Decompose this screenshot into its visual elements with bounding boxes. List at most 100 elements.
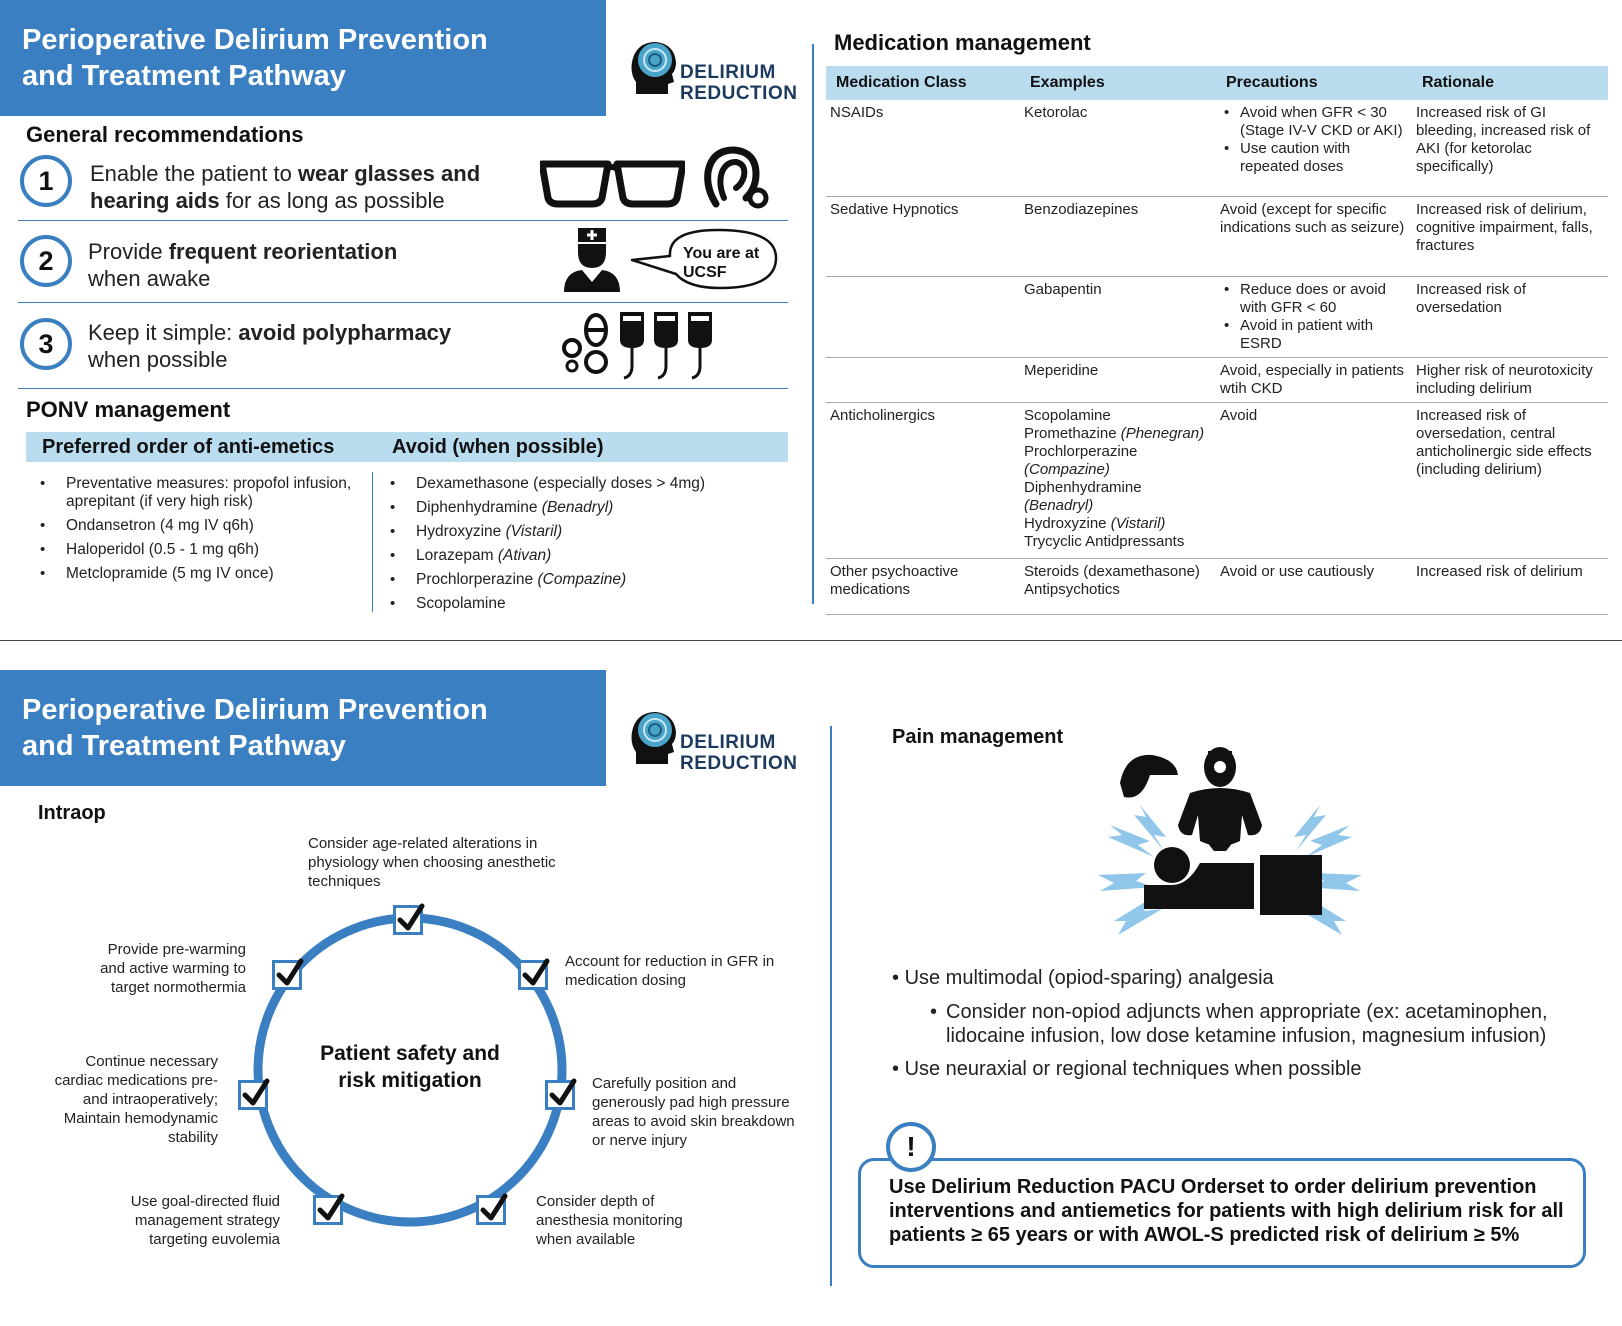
ponv-table-header: Preferred order of anti-emetics Avoid (w… xyxy=(26,432,788,462)
title-line-1: Perioperative Delirium Prevention xyxy=(22,24,488,56)
bullet-icon: • xyxy=(930,1001,938,1023)
table-cell: Avoid or use cautiously xyxy=(1216,558,1412,615)
check-icon xyxy=(480,1193,508,1221)
table-cell: NSAIDs xyxy=(826,100,1020,197)
table-cell: Meperidine xyxy=(1020,357,1216,403)
column-header: Precautions xyxy=(1216,66,1412,100)
list-item: Prochlorperazine (Compazine) xyxy=(378,571,758,589)
step-3-badge: 3 xyxy=(20,318,72,370)
table-row: Anticholinergics Scopolamine Promethazin… xyxy=(826,402,1608,559)
table-row: Other psychoactive medications Steroids … xyxy=(826,558,1608,615)
cycle-label-top: Consider age-related alterations in phys… xyxy=(308,835,556,890)
step-2-badge: 2 xyxy=(20,235,72,287)
panel-divider xyxy=(830,726,832,1286)
title-line-1: Perioperative Delirium Prevention xyxy=(22,694,488,726)
avoid-antiemetics-list: Dexamethasone (especially doses > 4mg) D… xyxy=(378,475,758,619)
check-icon xyxy=(397,903,425,931)
title-line-2: and Treatment Pathway xyxy=(22,730,346,762)
list-item: Hydroxyzine (Vistaril) xyxy=(378,523,758,541)
list-item: Haloperidol (0.5 - 1 mg q6h) xyxy=(28,541,368,559)
table-cell: Higher risk of neurotoxicity including d… xyxy=(1412,357,1608,403)
page-divider xyxy=(0,640,1622,641)
glasses-icon xyxy=(540,160,685,208)
head-brain-icon xyxy=(631,42,676,94)
exclamation-icon: ! xyxy=(886,1122,936,1172)
table-cell: Sedative Hypnotics xyxy=(826,196,1020,277)
list-item: Dexamethasone (especially doses > 4mg) xyxy=(378,475,758,493)
table-cell: Scopolamine Promethazine (Phenegran) Pro… xyxy=(1020,402,1216,559)
nurse-icon xyxy=(564,228,620,292)
table-cell xyxy=(826,357,1020,403)
medication-heading: Medication management xyxy=(834,30,1091,55)
table-cell: Gabapentin xyxy=(1020,276,1216,358)
checkmarks-overlay xyxy=(242,903,577,1221)
speech-bubble-text: You are at UCSF xyxy=(683,245,760,281)
table-row: NSAIDs Ketorolac Avoid when GFR < 30 (St… xyxy=(826,100,1608,197)
delirium-reduction-logo: DELIRIUM REDUCTION xyxy=(628,706,798,776)
list-item: Lorazepam (Ativan) xyxy=(378,547,758,565)
bullet-icon: • xyxy=(892,967,905,989)
divider xyxy=(18,388,788,389)
cycle-label-top-left: Provide pre-warming and active warming t… xyxy=(100,941,246,996)
pain-bullet-2: • Consider non-opiod adjuncts when appro… xyxy=(930,1001,1548,1047)
table-row: Sedative Hypnotics Benzodiazepines Avoid… xyxy=(826,196,1608,277)
cycle-label-right: Carefully position and generously pad hi… xyxy=(592,1075,795,1149)
pain-bullet-1: • Use multimodal (opiod-sparing) analges… xyxy=(892,967,1274,989)
table-cell: Avoid, especially in patients wtih CKD xyxy=(1216,357,1412,403)
ponv-heading: PONV management xyxy=(26,397,231,422)
pain-bullet-3: • Use neuraxial or regional techniques w… xyxy=(892,1058,1362,1080)
intraop-heading: Intraop xyxy=(38,802,106,824)
ponv-column-divider xyxy=(372,472,373,612)
page-title-banner: Perioperative Delirium Prevention and Tr… xyxy=(0,0,606,116)
alert-text: Use Delirium Reduction PACU Orderset to … xyxy=(889,1176,1564,1246)
medication-table: Medication Class Examples Precautions Ra… xyxy=(826,66,1608,615)
avoid-header: Avoid (when possible) xyxy=(392,436,604,458)
head-brain-icon xyxy=(631,712,676,764)
logo-line-2: REDUCTION xyxy=(680,83,798,104)
title-line-2: and Treatment Pathway xyxy=(22,60,346,92)
cycle-label-left: Continue necessary cardiac medications p… xyxy=(54,1053,218,1146)
table-cell: Other psychoactive medications xyxy=(826,558,1020,615)
table-cell: Anticholinergics xyxy=(826,402,1020,559)
bullet-icon: • xyxy=(892,1058,905,1080)
orderset-alert-box: Use Delirium Reduction PACU Orderset to … xyxy=(858,1158,1586,1268)
step-1-badge: 1 xyxy=(20,155,72,207)
check-icon xyxy=(549,1078,577,1106)
check-icon xyxy=(522,958,550,986)
table-cell xyxy=(826,276,1020,358)
speech-bubble-icon xyxy=(630,228,778,290)
table-cell: Increased risk of oversedation xyxy=(1412,276,1608,358)
table-row: Gabapentin Reduce does or avoid with GFR… xyxy=(826,276,1608,358)
cycle-label-top-right: Account for reduction in GFR in medicati… xyxy=(565,953,775,989)
preferred-header: Preferred order of anti-emetics xyxy=(42,436,335,458)
list-item: Preventative measures: propofol infusion… xyxy=(28,475,368,511)
list-item: Scopolamine xyxy=(378,595,758,613)
pills-and-iv-bags-icon xyxy=(562,312,712,380)
check-icon xyxy=(276,958,304,986)
cycle-center-label: Patient safety and risk mitigation xyxy=(320,1042,500,1092)
recommendation-1: Enable the patient to wear glasses and h… xyxy=(90,161,481,213)
cycle-label-bottom-left: Use goal-directed fluid management strat… xyxy=(130,1193,280,1248)
table-cell: Increased risk of delirium xyxy=(1412,558,1608,615)
column-header: Medication Class xyxy=(826,66,1020,100)
table-cell: Avoid (except for specific indications s… xyxy=(1216,196,1412,277)
panel-divider xyxy=(812,44,814,604)
table-cell: Avoid xyxy=(1216,402,1412,559)
table-cell: Increased risk of oversedation, central … xyxy=(1412,402,1608,559)
patient-pain-illustration xyxy=(1098,747,1362,935)
preferred-antiemetics-list: Preventative measures: propofol infusion… xyxy=(28,475,368,589)
table-cell: Increased risk of GI bleeding, increased… xyxy=(1412,100,1608,197)
column-header: Rationale xyxy=(1412,66,1608,100)
page-title-banner: Perioperative Delirium Prevention and Tr… xyxy=(0,670,606,786)
table-cell: Steroids (dexamethasone) Antipsychotics xyxy=(1020,558,1216,615)
check-icon xyxy=(317,1193,345,1221)
divider xyxy=(18,302,788,303)
divider xyxy=(18,220,788,221)
hearing-aid-icon xyxy=(704,146,769,209)
column-header: Examples xyxy=(1020,66,1216,100)
table-cell: Benzodiazepines xyxy=(1020,196,1216,277)
logo-line-1: DELIRIUM xyxy=(680,732,776,753)
table-cell: Reduce does or avoid with GFR < 60Avoid … xyxy=(1216,276,1412,358)
